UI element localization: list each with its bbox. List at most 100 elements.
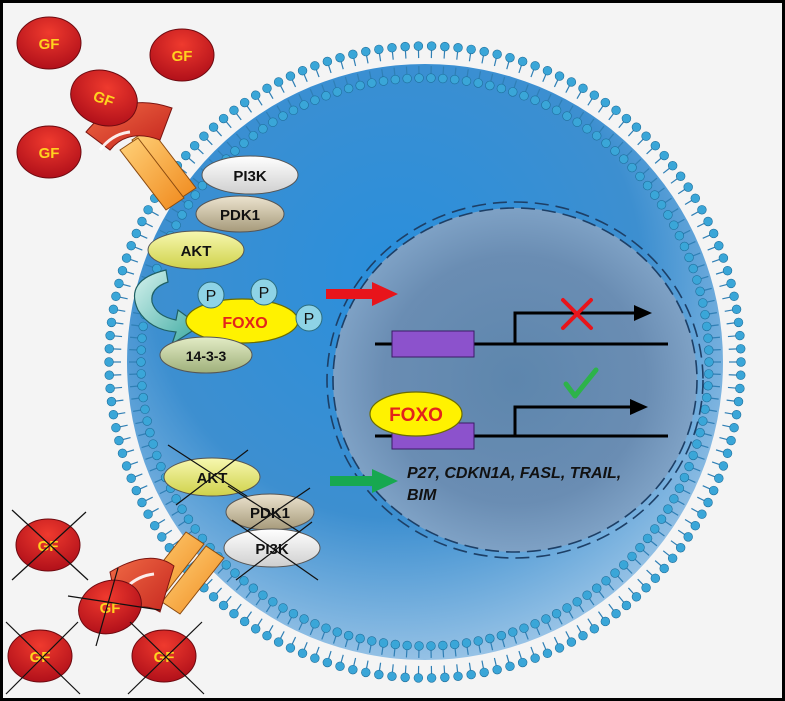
lipid-head (635, 171, 645, 182)
lipid-head (332, 87, 342, 97)
svg-text:GF: GF (172, 48, 193, 65)
lipid-head (692, 275, 702, 285)
lipid-head (718, 253, 729, 263)
lipid-head (675, 543, 686, 553)
lipid-head (413, 41, 424, 51)
lipid-head (268, 597, 278, 607)
lipid-head (631, 122, 642, 132)
lipid-head (736, 357, 746, 367)
lipid-head (104, 344, 114, 354)
lipid-head (177, 210, 187, 220)
lipid-head (335, 661, 345, 672)
lipid-head (414, 641, 424, 651)
lipid-head (722, 265, 733, 276)
lipid-head (562, 603, 572, 613)
lipid-head (108, 304, 119, 315)
svg-text:14-3-3: 14-3-3 (186, 348, 227, 364)
lipid-head (310, 61, 320, 71)
cytoplasmic-foxo-label: FOXO (222, 315, 267, 332)
lipid-head (479, 667, 489, 678)
lipid-head (258, 124, 268, 134)
lipid-head (136, 345, 146, 355)
lipid-head (137, 333, 147, 343)
lipid-head (663, 504, 673, 514)
lipid-head (171, 494, 181, 504)
lipid-head (695, 286, 705, 297)
lipid-head (466, 44, 476, 55)
lipid-head (390, 74, 401, 85)
lipid-head (718, 461, 729, 471)
lipid-head (650, 190, 660, 200)
lipid-head (131, 228, 142, 239)
lipid-head (268, 117, 278, 127)
lipid-head (684, 252, 694, 263)
lipid-head (121, 253, 132, 263)
lipid-head (736, 344, 746, 354)
lipid-head (143, 205, 153, 215)
svg-text:GF: GF (39, 36, 60, 53)
phosphate-2: P (250, 278, 278, 306)
lipid-head (440, 672, 450, 683)
svg-text:P: P (206, 288, 217, 305)
lipid-head (310, 95, 320, 105)
lipid-head (731, 409, 742, 420)
lipid-head (218, 600, 229, 611)
gf-ligand-blocked-4: GF (127, 621, 205, 695)
lipid-head (667, 553, 678, 563)
lipid-head (679, 472, 690, 483)
green-arrow-icon (330, 469, 398, 493)
lipid-head (704, 369, 714, 379)
lipid-head (729, 291, 739, 301)
nucleus (326, 201, 704, 559)
lipid-head (496, 630, 507, 641)
lipid-head (106, 396, 117, 407)
lipid-head (414, 73, 424, 83)
lipid-head (703, 381, 713, 391)
lipid-head (703, 497, 713, 508)
transcription-arrowhead-upper (634, 305, 652, 321)
svg-text:GF: GF (30, 649, 51, 666)
lipid-head (402, 73, 412, 84)
lipid-head (698, 298, 708, 308)
lipid-head (142, 416, 152, 426)
lipid-head (343, 83, 354, 94)
akt-node: AKT (147, 230, 245, 270)
lipid-head (675, 171, 686, 181)
lipid-head (239, 576, 249, 586)
lipid-head (114, 278, 124, 289)
promoter-box-upper (391, 330, 475, 358)
lipid-head (278, 111, 288, 121)
lipid-head (729, 423, 739, 433)
lipid-head (374, 44, 384, 55)
lipid-head (656, 200, 667, 210)
lipid-head (367, 636, 377, 646)
lipid-head (117, 448, 128, 459)
cross-mark-icon (561, 298, 593, 330)
lipid-head (104, 357, 114, 367)
lipid-head (239, 97, 250, 108)
lipid-head (239, 616, 250, 627)
lipid-head (688, 263, 698, 274)
lipid-head (387, 43, 397, 53)
lipid-head (310, 653, 320, 663)
check-mark-icon (563, 367, 599, 399)
lipid-head (704, 357, 714, 367)
lipid-head (248, 583, 258, 593)
lipid-head (650, 573, 661, 584)
lipid-head (530, 95, 540, 105)
lipid-head (700, 404, 710, 415)
lipid-head (592, 583, 602, 593)
target-genes-line2: BIM (407, 487, 437, 504)
lipid-head (285, 71, 296, 81)
lipid-head (273, 77, 284, 87)
lipid-head (114, 435, 124, 446)
lipid-head (733, 396, 744, 407)
lipid-head (137, 381, 147, 391)
lipid-head (578, 83, 588, 94)
lipid-head (136, 369, 146, 379)
lipid-head (230, 146, 240, 156)
lipid-head (218, 113, 229, 124)
lipid-head (485, 633, 495, 644)
svg-text:AKT: AKT (197, 470, 228, 487)
lipid-head (611, 609, 621, 619)
